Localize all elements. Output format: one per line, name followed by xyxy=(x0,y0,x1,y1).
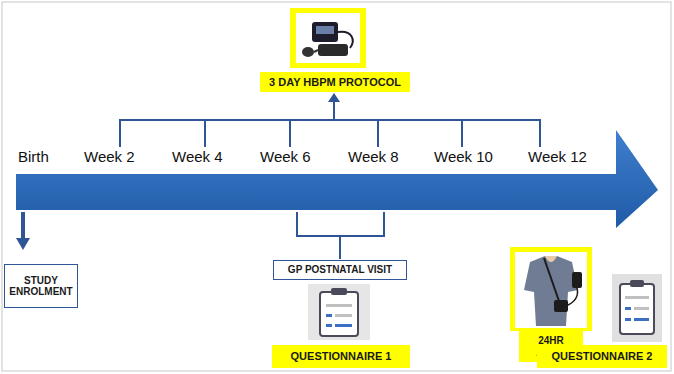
timeline-label: Week 8 xyxy=(348,148,399,165)
timeline-label: Week 4 xyxy=(172,148,223,165)
visit-box: GP POSTNATAL VISIT xyxy=(273,260,407,280)
node-text: QUESTIONNAIRE 2 xyxy=(552,350,653,363)
timeline-label: Week 12 xyxy=(528,148,587,165)
bp-monitor-icon xyxy=(290,8,366,68)
node-text: QUESTIONNAIRE 1 xyxy=(291,350,392,363)
clipboard-icon xyxy=(308,284,370,340)
enrolment-arrow xyxy=(21,212,25,240)
node-text: GP POSTNATAL VISIT xyxy=(288,264,392,276)
visit-bracket xyxy=(297,212,384,259)
arrowhead xyxy=(16,238,30,250)
timeline-label: Week 10 xyxy=(434,148,493,165)
questionnaire-box: QUESTIONNAIRE 2 xyxy=(537,345,667,368)
week-bracket xyxy=(120,100,540,147)
node-text: STUDY ENROLMENT xyxy=(9,275,73,298)
timeline-label: Birth xyxy=(18,148,49,165)
clipboard-icon xyxy=(612,274,662,342)
node-text: 3 DAY HBPM PROTOCOL xyxy=(269,76,401,89)
arrowhead xyxy=(328,93,340,102)
frame xyxy=(2,2,671,371)
enrolment-box: STUDY ENROLMENT xyxy=(4,264,78,308)
timeline-arrow xyxy=(16,130,658,228)
abpm-wearer-icon xyxy=(510,247,592,331)
timeline-label: Week 6 xyxy=(260,148,311,165)
timeline-label: Week 2 xyxy=(84,148,135,165)
protocol-box: 3 DAY HBPM PROTOCOL xyxy=(260,72,410,92)
questionnaire-box: QUESTIONNAIRE 1 xyxy=(272,345,410,368)
